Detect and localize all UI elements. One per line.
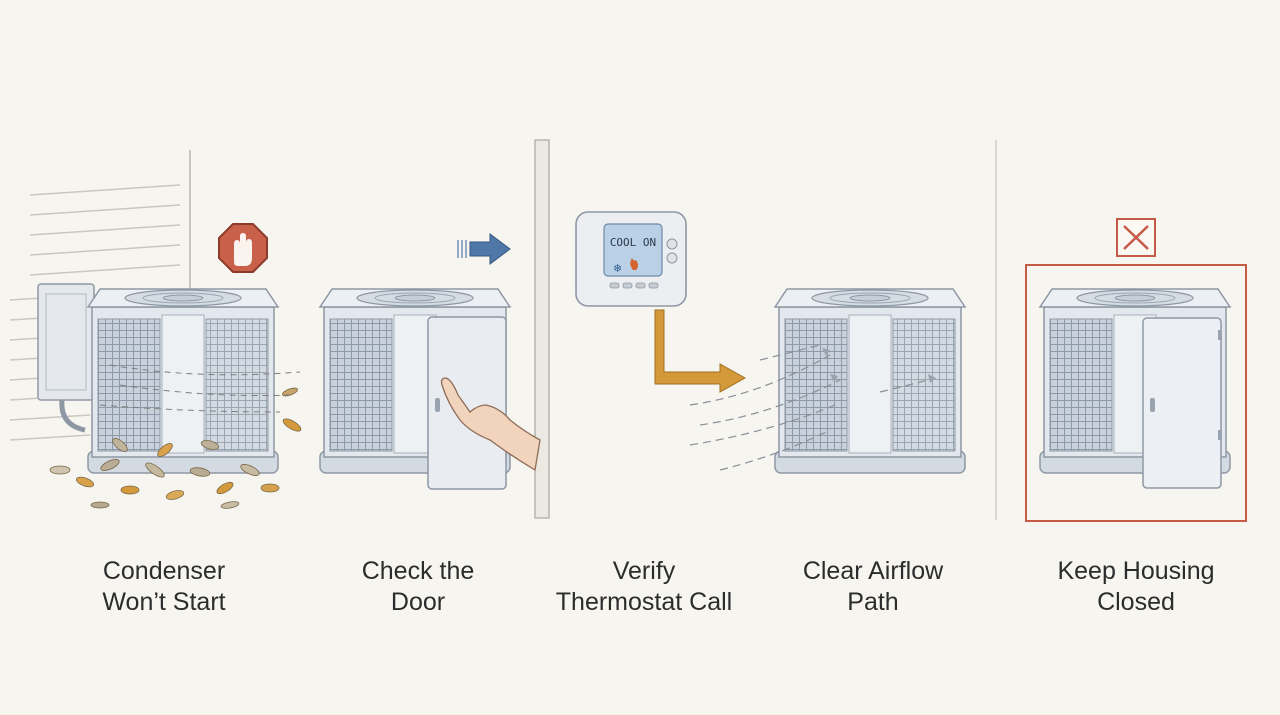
- wind-lines: [99, 364, 301, 413]
- svg-text:❄: ❄: [613, 263, 622, 275]
- panel-verify-thermostat: COOL ON ❄: [575, 211, 747, 393]
- stop-hand-icon: [218, 223, 268, 273]
- thermostat-icon: COOL ON ❄: [575, 211, 687, 307]
- hand-pressing: [440, 377, 541, 472]
- panel-condenser-wont-start: [9, 184, 302, 509]
- caption-check-door: Check the Door: [361, 557, 475, 616]
- thermostat-display-text: COOL ON: [610, 236, 656, 249]
- caption-keep-housing-closed: Keep Housing Closed: [1057, 557, 1215, 616]
- x-box-icon: [1116, 218, 1156, 257]
- caption-verify-thermostat: Verify Thermostat Call: [555, 557, 733, 616]
- signal-arrow: [654, 309, 747, 393]
- wall-partition: [534, 139, 550, 519]
- condenser-unit-airflow: [774, 288, 966, 474]
- panel-keep-housing-closed: [1025, 218, 1247, 522]
- closed-door: [1142, 317, 1222, 489]
- access-door: [427, 316, 507, 490]
- panel-check-door: [319, 233, 541, 490]
- caption-condenser-wont-start: Condenser Won’t Start: [102, 557, 226, 616]
- airflow-icon: [689, 344, 936, 471]
- caption-clear-airflow: Clear Airflow Path: [802, 557, 944, 616]
- arrow-right-icon: [457, 233, 511, 265]
- leaves-debris: [49, 387, 302, 509]
- panel-clear-airflow: [689, 288, 966, 474]
- warning-frame: [1025, 264, 1247, 522]
